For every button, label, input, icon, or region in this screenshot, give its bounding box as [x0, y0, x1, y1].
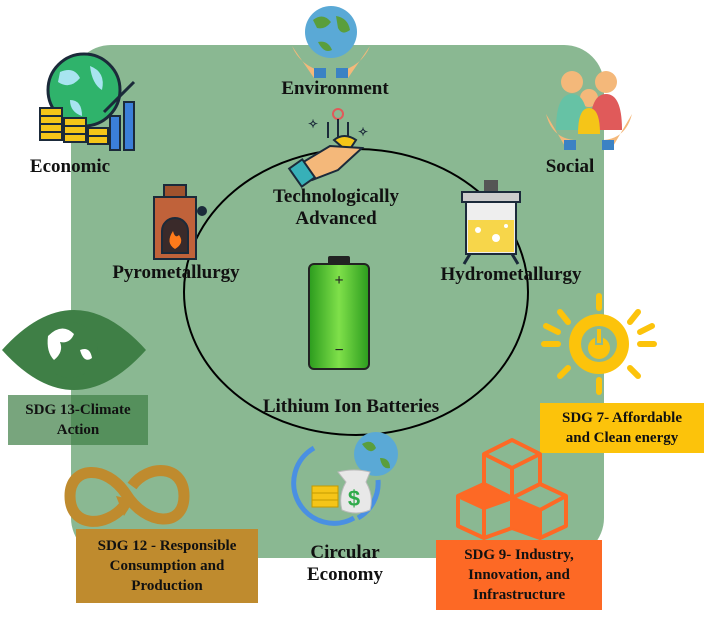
sdg7-line-1: SDG 7- Affordable — [562, 410, 682, 426]
globe-hands-icon — [292, 6, 370, 78]
svg-text:✧: ✧ — [308, 117, 318, 131]
circular-line-2: Economy — [307, 564, 383, 585]
sdg13-eye-globe-icon — [2, 310, 146, 390]
sdg12-infinity-icon — [64, 465, 190, 527]
lithium-ion-batteries-label: Lithium Ion Batteries — [262, 396, 440, 417]
reactor-icon — [461, 180, 521, 265]
circular-economy-label: Circular Economy — [290, 542, 400, 586]
battery-icon: + − — [308, 256, 370, 370]
sdg9-cubes-icon — [456, 438, 568, 540]
svg-text:✧: ✧ — [358, 125, 368, 139]
battery-plus: + — [334, 272, 344, 289]
environment-label: Environment — [281, 78, 389, 99]
sdg12-line-2: Consumption and — [109, 558, 225, 574]
sdg12-line-1: SDG 12 - Responsible — [97, 538, 237, 554]
sdg13-line-1: SDG 13-Climate — [25, 402, 131, 418]
sdg9-box: SDG 9- Industry, Innovation, and Infrast… — [436, 540, 602, 610]
economic-label: Economic — [29, 156, 111, 177]
hydrometallurgy-label: Hydrometallurgy — [440, 264, 582, 285]
tech-line-1: Technologically — [273, 186, 399, 207]
sdg12-box: SDG 12 - Responsible Consumption and Pro… — [76, 529, 258, 603]
sdg13-line-2: Action — [56, 422, 100, 438]
economic-globe-chart-icon — [39, 52, 136, 151]
circular-line-1: Circular — [310, 542, 380, 563]
sdg7-sun-power-icon — [541, 293, 657, 395]
circular-economy-icon: $ — [291, 432, 398, 526]
battery-minus: − — [334, 342, 344, 359]
sdg7-box: SDG 7- Affordable and Clean energy — [540, 403, 704, 453]
sdg7-line-2: and Clean energy — [565, 430, 679, 446]
furnace-icon — [153, 184, 207, 260]
technologically-advanced-label: Technologically Advanced — [246, 186, 426, 230]
sdg13-box: SDG 13-Climate Action — [8, 395, 148, 445]
sdg9-line-1: SDG 9- Industry, — [464, 547, 574, 563]
tech-hand-icon: ✧✧ — [287, 108, 368, 188]
pyrometallurgy-label: Pyrometallurgy — [112, 262, 240, 283]
social-label: Social — [545, 156, 595, 177]
dollar-sign: $ — [348, 486, 360, 511]
sdg9-line-3: Infrastructure — [472, 587, 566, 603]
sdg12-line-3: Production — [131, 578, 203, 594]
tech-line-2: Advanced — [295, 208, 377, 229]
people-hands-icon — [546, 71, 632, 150]
sdg9-line-2: Innovation, and — [468, 567, 570, 583]
